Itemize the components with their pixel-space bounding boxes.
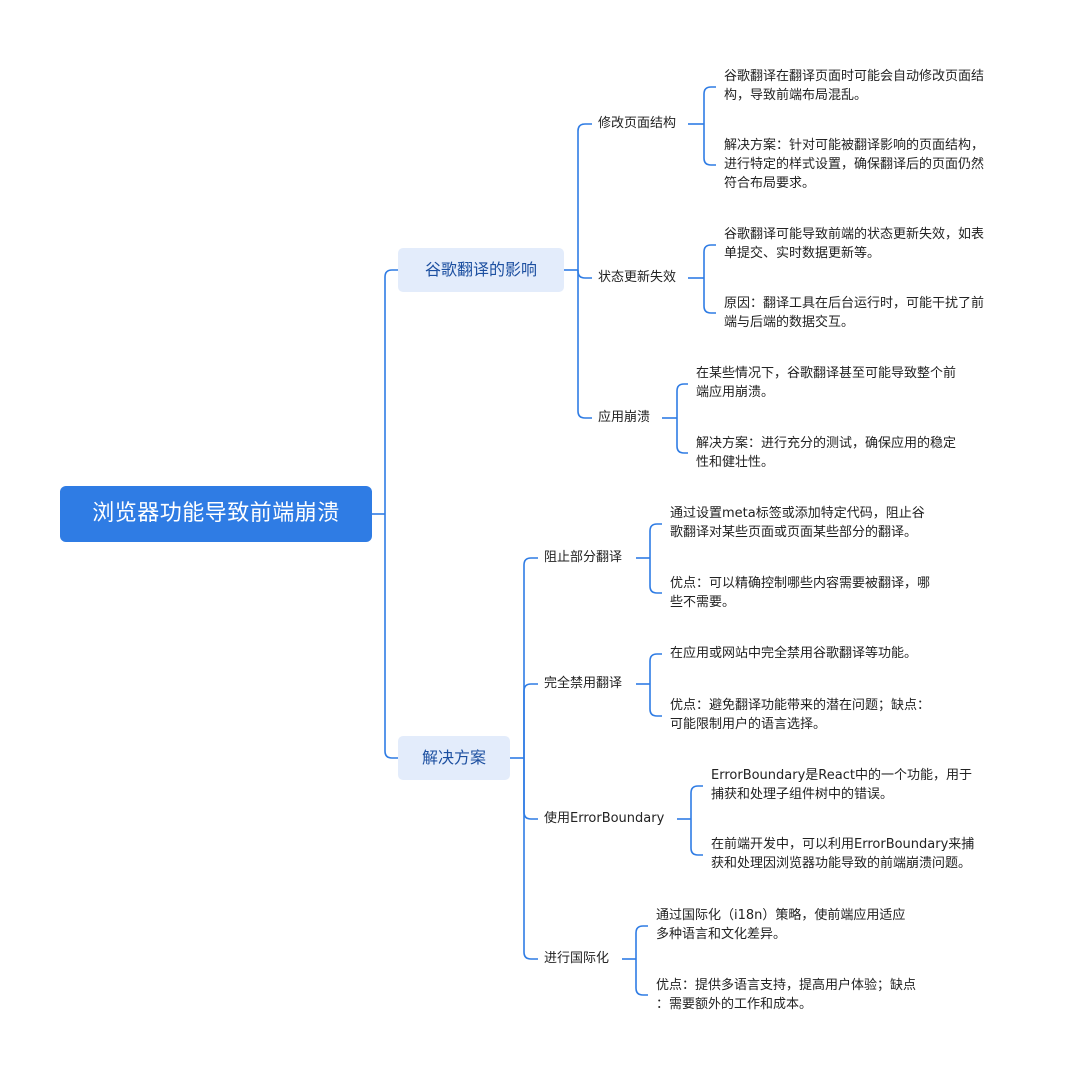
leaf-line: 通过设置meta标签或添加特定代码，阻止谷 — [670, 506, 925, 521]
sub12-fork-edge-0 — [690, 785, 703, 819]
leaf-line: 符合布局要求。 — [724, 176, 816, 191]
leaf-text: 在应用或网站中完全禁用谷歌翻译等功能。 — [670, 644, 917, 663]
branch-node-solutions[interactable]: 解决方案 — [398, 736, 510, 780]
leaf-line: 端应用崩溃。 — [696, 385, 775, 400]
leaf-text: 谷歌翻译在翻译页面时可能会自动修改页面结构，导致前端布局混乱。 — [724, 67, 984, 105]
leaf-line: 可能限制用户的语言选择。 — [670, 717, 827, 732]
leaf-text: 谷歌翻译可能导致前端的状态更新失效，如表单提交、实时数据更新等。 — [724, 225, 984, 263]
sub10-fork-edge-0 — [649, 523, 662, 558]
branch1-fork-edge-0 — [523, 557, 538, 758]
leaf-line: 解决方案：进行充分的测试，确保应用的稳定 — [696, 436, 957, 451]
sub02-fork-edge-0 — [676, 383, 688, 418]
leaf-line: ：需要额外的工作和成本。 — [656, 997, 813, 1012]
leaf-line: 在前端开发中，可以利用ErrorBoundary来捕 — [711, 837, 975, 852]
leaf-text: 通过设置meta标签或添加特定代码，阻止谷歌翻译对某些页面或页面某些部分的翻译。 — [670, 504, 925, 542]
sub11-fork-edge-0 — [649, 653, 662, 684]
leaf-text: 解决方案：进行充分的测试，确保应用的稳定性和健壮性。 — [696, 434, 956, 472]
leaf-line: 优点：可以精确控制哪些内容需要被翻译，哪 — [670, 576, 931, 591]
leaf-line: 性和健壮性。 — [696, 455, 775, 470]
sub00-fork-edge-1 — [703, 124, 716, 166]
branch1-fork-edge-1 — [523, 683, 538, 758]
sub-node-use-error-boundary[interactable]: 使用ErrorBoundary — [544, 811, 665, 826]
sub-node-app-crash[interactable]: 应用崩溃 — [598, 410, 651, 425]
root-fork-edge-0 — [384, 269, 398, 514]
sub01-fork-edge-0 — [703, 244, 716, 278]
leaf-line: 原因：翻译工具在后台运行时，可能干扰了前 — [724, 296, 985, 311]
sub-node-modify-page-structure[interactable]: 修改页面结构 — [598, 116, 677, 131]
leaf-line: 通过国际化（i18n）策略，使前端应用适应 — [656, 908, 906, 923]
leaf-text: 优点：避免翻译功能带来的潜在问题；缺点： 可能限制用户的语言选择。 — [670, 696, 930, 734]
leaf-text: 解决方案：针对可能被翻译影响的页面结构， 进行特定的样式设置，确保翻译后的页面仍然… — [724, 136, 984, 193]
sub10-fork-edge-1 — [649, 558, 662, 594]
leaf-line: 谷歌翻译可能导致前端的状态更新失效，如表 — [724, 227, 985, 242]
leaf-line: 进行特定的样式设置，确保翻译后的页面仍然 — [724, 157, 985, 172]
leaf-line: 在某些情况下，谷歌翻译甚至可能导致整个前 — [696, 366, 957, 381]
sub01-fork-edge-1 — [703, 278, 716, 314]
leaf-line: 在应用或网站中完全禁用谷歌翻译等功能。 — [670, 646, 918, 661]
leaf-line: 些不需要。 — [670, 595, 736, 610]
leaf-line: 构，导致前端布局混乱。 — [724, 88, 868, 103]
leaf-line: 多种语言和文化差异。 — [656, 927, 787, 942]
sub-node-disable-translation[interactable]: 完全禁用翻译 — [544, 676, 623, 691]
leaf-line: ErrorBoundary是React中的一个功能，用于 — [711, 768, 972, 783]
sub00-fork-edge-0 — [703, 86, 716, 124]
branch0-fork-edge-1 — [577, 270, 592, 279]
leaf-text: 优点：可以精确控制哪些内容需要被翻译，哪些不需要。 — [670, 574, 930, 612]
leaf-line: 优点：提供多语言支持，提高用户体验；缺点 — [656, 978, 917, 993]
leaf-line: 获和处理因浏览器功能导致的前端崩溃问题。 — [711, 856, 972, 871]
leaf-line: 端与后端的数据交互。 — [724, 315, 855, 330]
leaf-line: 优点：避免翻译功能带来的潜在问题；缺点： — [670, 698, 931, 713]
root-fork-edge-1 — [384, 514, 398, 759]
root-node[interactable]: 浏览器功能导致前端崩溃 — [60, 486, 372, 542]
sub13-fork-edge-1 — [635, 959, 648, 996]
leaf-line: 歌翻译对某些页面或页面某些部分的翻译。 — [670, 525, 918, 540]
leaf-text: 在前端开发中，可以利用ErrorBoundary来捕获和处理因浏览器功能导致的前… — [711, 835, 974, 873]
sub-node-state-update-failure[interactable]: 状态更新失效 — [598, 270, 677, 285]
leaf-text: 通过国际化（i18n）策略，使前端应用适应多种语言和文化差异。 — [656, 906, 905, 944]
leaf-text: 优点：提供多语言支持，提高用户体验；缺点 ：需要额外的工作和成本。 — [656, 976, 916, 1014]
leaf-line: 捕获和处理子组件树中的错误。 — [711, 787, 894, 802]
sub02-fork-edge-1 — [676, 418, 688, 454]
sub11-fork-edge-1 — [649, 684, 662, 717]
sub-node-internationalization[interactable]: 进行国际化 — [544, 951, 610, 966]
sub-node-block-partial-translation[interactable]: 阻止部分翻译 — [544, 550, 623, 565]
branch0-fork-edge-2 — [577, 270, 592, 419]
branch1-fork-edge-3 — [523, 758, 538, 960]
leaf-line: 解决方案：针对可能被翻译影响的页面结构， — [724, 138, 985, 153]
branch-node-google-translate-impact[interactable]: 谷歌翻译的影响 — [398, 248, 564, 292]
branch1-fork-edge-2 — [523, 758, 538, 820]
leaf-text: ErrorBoundary是React中的一个功能，用于捕获和处理子组件树中的错… — [711, 766, 972, 804]
branch0-fork-edge-0 — [577, 123, 592, 270]
sub12-fork-edge-1 — [690, 819, 703, 856]
leaf-text: 原因：翻译工具在后台运行时，可能干扰了前端与后端的数据交互。 — [724, 294, 984, 332]
leaf-line: 单提交、实时数据更新等。 — [724, 246, 881, 261]
leaf-text: 在某些情况下，谷歌翻译甚至可能导致整个前端应用崩溃。 — [696, 364, 956, 402]
leaf-line: 谷歌翻译在翻译页面时可能会自动修改页面结 — [724, 69, 985, 84]
sub13-fork-edge-0 — [635, 925, 648, 959]
